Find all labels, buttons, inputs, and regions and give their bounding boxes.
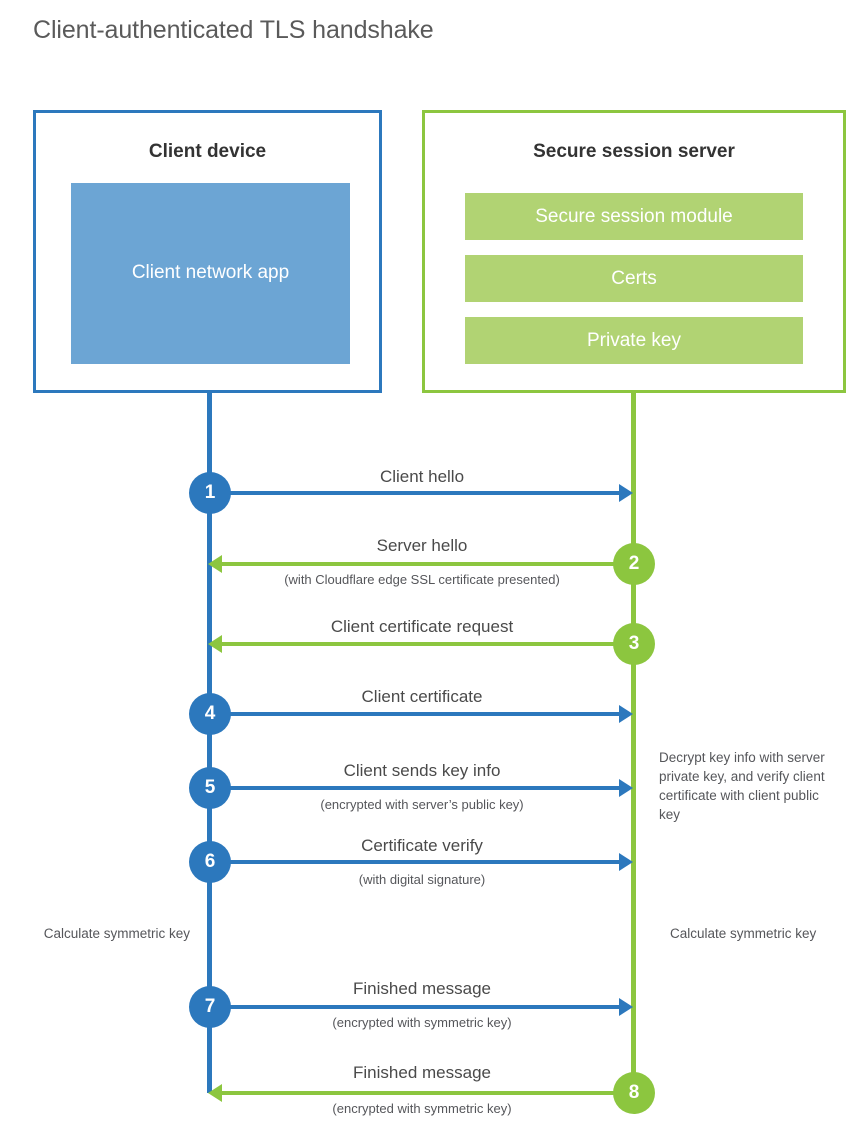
step-4-badge[interactable]: 4 — [189, 693, 231, 735]
step-7-sub-label: (encrypted with symmetric key) — [332, 1015, 512, 1030]
server-lifeline — [631, 393, 636, 1093]
step-8-arrow-head-icon — [208, 1084, 222, 1102]
server-module-certs: Certs — [465, 255, 803, 302]
step-6-label: Certificate verify — [361, 836, 483, 855]
step-1-arrow-line — [210, 491, 619, 495]
step-1-arrow-head-icon — [619, 484, 633, 502]
client-lifeline — [207, 393, 212, 1093]
page-title: Client-authenticated TLS handshake — [33, 16, 434, 44]
server-decrypt-note: Decrypt key info with server private key… — [659, 750, 825, 823]
client-device-title: Client device — [148, 141, 267, 162]
step-3-arrow-line — [222, 642, 634, 646]
step-2-label: Server hello — [376, 536, 468, 555]
step-5-arrow-line — [210, 786, 619, 790]
step-8-arrow-line — [222, 1091, 634, 1095]
step-6-sub-label: (with digital signature) — [358, 872, 486, 887]
step-6-badge[interactable]: 6 — [189, 841, 231, 883]
step-4-label: Client certificate — [361, 687, 483, 706]
step-6-arrow-head-icon — [619, 853, 633, 871]
step-7-badge[interactable]: 7 — [189, 986, 231, 1028]
client-calculate-symmetric-key-note: Calculate symmetric key — [43, 926, 190, 941]
step-2-badge[interactable]: 2 — [613, 543, 655, 585]
step-5-badge[interactable]: 5 — [189, 767, 231, 809]
step-6-arrow-line — [210, 860, 619, 864]
step-3-badge[interactable]: 3 — [613, 623, 655, 665]
step-4-arrow-line — [210, 712, 619, 716]
step-1-label: Client hello — [379, 467, 465, 486]
server-calculate-symmetric-key-note: Calculate symmetric key — [670, 926, 817, 941]
step-5-sub-label: (encrypted with server’s public key) — [320, 797, 524, 812]
step-4-arrow-head-icon — [619, 705, 633, 723]
step-8-sub-label: (encrypted with symmetric key) — [332, 1101, 512, 1116]
step-2-sub-label: (with Cloudflare edge SSL certificate pr… — [284, 572, 560, 587]
step-8-label: Finished message — [353, 1063, 491, 1082]
secure-session-server-title: Secure session server — [533, 141, 735, 162]
client-network-app-block: Client network app — [71, 183, 350, 364]
step-7-arrow-head-icon — [619, 998, 633, 1016]
step-7-label: Finished message — [353, 979, 491, 998]
server-module-secure-session-module: Secure session module — [465, 193, 803, 240]
step-3-label: Client certificate request — [330, 617, 514, 636]
secure-session-server-box: Secure session server Secure session mod… — [422, 110, 846, 393]
step-2-arrow-line — [222, 562, 634, 566]
step-5-arrow-head-icon — [619, 779, 633, 797]
step-1-badge[interactable]: 1 — [189, 472, 231, 514]
step-2-arrow-head-icon — [208, 555, 222, 573]
step-5-label: Client sends key info — [343, 761, 501, 780]
client-device-box: Client device Client network app — [33, 110, 382, 393]
step-7-arrow-line — [210, 1005, 619, 1009]
server-module-private-key: Private key — [465, 317, 803, 364]
step-3-arrow-head-icon — [208, 635, 222, 653]
step-8-badge[interactable]: 8 — [613, 1072, 655, 1114]
